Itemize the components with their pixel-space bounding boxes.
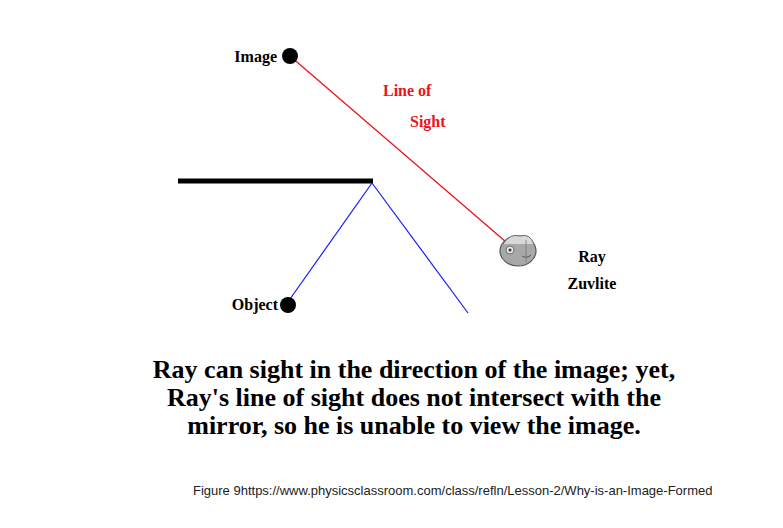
line-of-sight <box>290 56 506 242</box>
incident-ray <box>290 183 372 299</box>
line-of-sight-label: Line of Sight <box>383 75 450 137</box>
image-label: Image <box>234 47 277 67</box>
observer-head <box>500 235 536 266</box>
figure-reference: Figure 9https://www.physicsclassroom.com… <box>193 483 712 499</box>
reflected-ray <box>372 183 468 313</box>
plane-mirror <box>178 179 373 184</box>
figure-caption: Ray can sight in the direction of the im… <box>134 356 694 440</box>
observer-name: Ray Zuvlite <box>562 243 622 297</box>
image-dot <box>282 48 298 64</box>
object-label: Object <box>232 295 278 315</box>
object-dot <box>280 297 296 313</box>
